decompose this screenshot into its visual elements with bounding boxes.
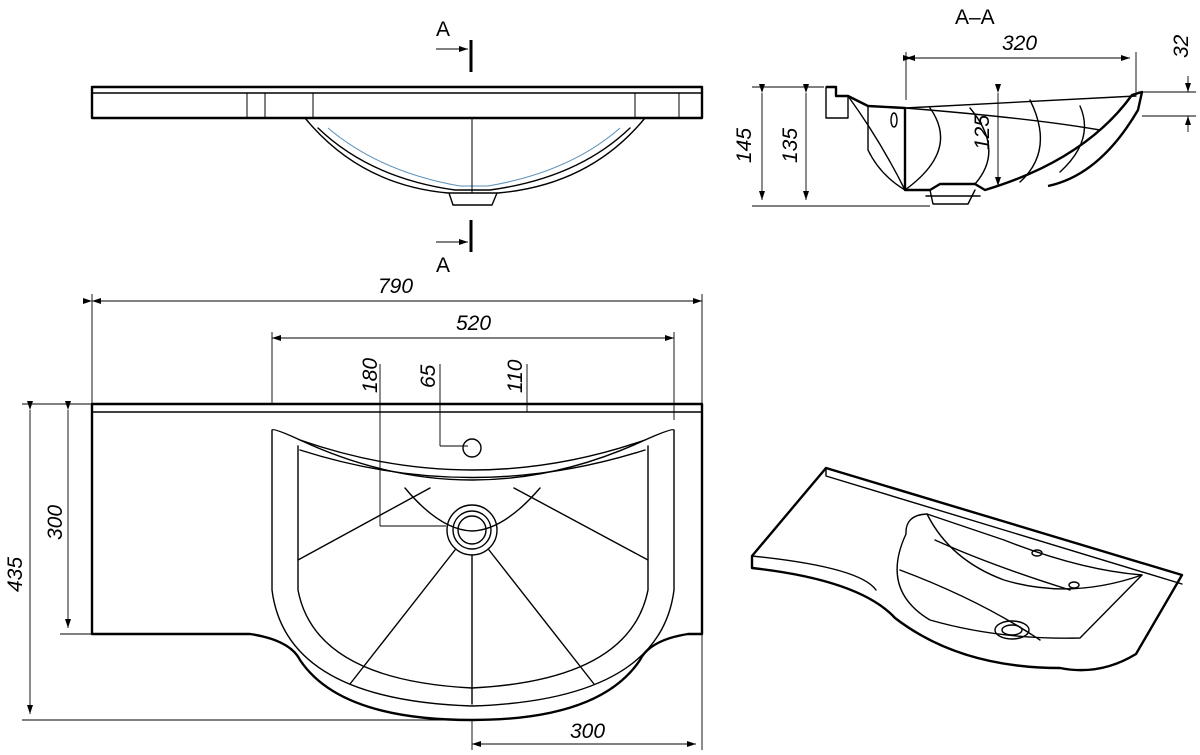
isometric-view bbox=[750, 466, 1184, 672]
dim-bowl-offset-bottom: 300 bbox=[570, 720, 605, 743]
section-cut-marker-bottom: A bbox=[436, 220, 473, 277]
iso-drain bbox=[994, 620, 1030, 640]
dim-rim-thickness: 32 bbox=[1170, 34, 1193, 58]
dim-bowl-height: 125 bbox=[971, 115, 994, 150]
front-drain bbox=[448, 192, 498, 206]
cut-label-bottom: A bbox=[436, 254, 450, 277]
front-countertop bbox=[90, 85, 704, 120]
cut-label-top: A bbox=[436, 18, 450, 41]
front-bowl-outline bbox=[304, 117, 646, 194]
iso-tap-hole bbox=[1031, 549, 1043, 557]
section-cut-marker-top: A bbox=[436, 18, 473, 72]
dim-offset-right: 110 bbox=[504, 359, 527, 393]
dim-bowl-width: 520 bbox=[456, 312, 491, 335]
dim-body-height: 135 bbox=[779, 128, 802, 163]
dim-overall-depth: 435 bbox=[4, 557, 27, 592]
section-title: A–A bbox=[955, 6, 995, 29]
section-view: A–A 320 32 145 135 125 bbox=[733, 6, 1196, 207]
dim-offset-left: 180 bbox=[359, 358, 382, 393]
dim-tap-hole: 65 bbox=[417, 364, 440, 388]
tap-hole bbox=[462, 438, 482, 458]
front-view: A A bbox=[90, 18, 704, 277]
dim-overall-width: 790 bbox=[378, 275, 413, 298]
dim-section-width: 320 bbox=[1002, 32, 1037, 55]
dim-total-height: 145 bbox=[733, 128, 756, 163]
plan-bowl-rim bbox=[271, 429, 675, 707]
iso-outline bbox=[750, 466, 1184, 672]
drain-outer bbox=[446, 504, 498, 556]
dim-bowl-depth: 300 bbox=[44, 505, 67, 540]
plan-view: 790 520 180 65 110 435 300 300 bbox=[4, 275, 704, 750]
iso-bowl bbox=[896, 513, 1143, 639]
